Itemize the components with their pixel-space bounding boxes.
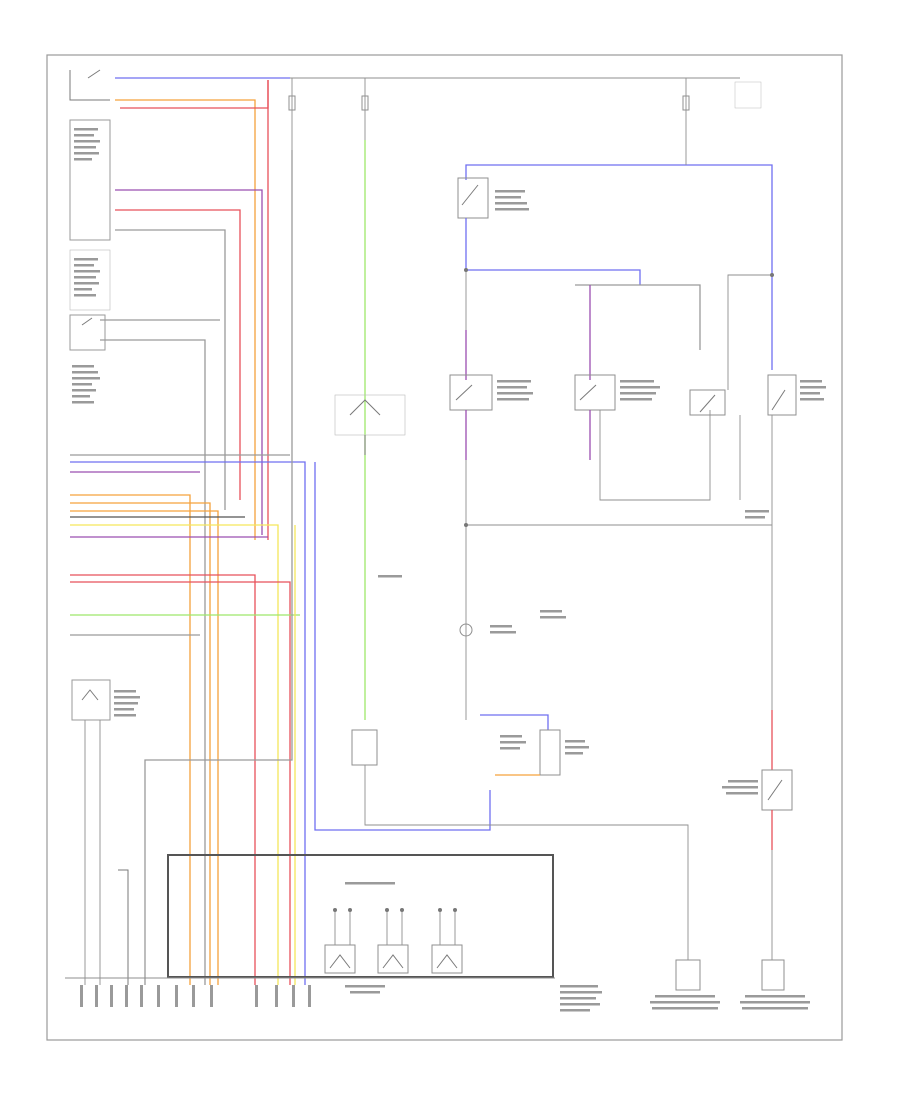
right-switch-network	[449, 140, 826, 1010]
control-module	[65, 854, 602, 1012]
wire-blue-relay	[465, 218, 641, 285]
wire-red-2	[115, 209, 241, 500]
wire-red-4	[70, 581, 291, 985]
fuse-1	[288, 95, 296, 111]
wire-gray-3	[100, 339, 206, 985]
switch-1	[449, 374, 493, 411]
lower-left-component	[71, 679, 140, 985]
fuse-box-label	[734, 81, 762, 109]
left-component-blocks	[69, 69, 111, 404]
wire-gray-1	[115, 229, 226, 510]
module-relays	[324, 908, 463, 974]
top-power-bus	[120, 77, 762, 150]
center-column	[334, 140, 720, 1010]
wire-gray-loop	[575, 284, 701, 350]
switch-4	[767, 374, 797, 416]
switch-3	[689, 389, 726, 416]
wire-red-3	[70, 574, 256, 985]
wire-blue-lower-right	[480, 714, 549, 730]
wire-blue-2	[70, 461, 306, 985]
left-wire-runs	[70, 77, 491, 985]
transmission-switch	[761, 769, 793, 811]
center-switch	[334, 394, 406, 436]
module-pin-labels	[80, 882, 602, 1012]
control-module-box	[167, 854, 554, 978]
indicator-lamp	[459, 623, 473, 637]
wire-orange-4	[70, 510, 219, 985]
wire-purple-1	[115, 189, 263, 535]
fuse-2	[361, 95, 369, 111]
center-connector	[351, 729, 378, 766]
wire-red-top	[120, 80, 269, 109]
diagram-border	[46, 54, 843, 1041]
fuse-3	[682, 95, 690, 111]
connector-bottom-right	[761, 959, 785, 991]
wire-orange-3	[70, 502, 211, 985]
wire-orange-2	[70, 494, 191, 985]
connector-bottom-center	[675, 959, 701, 991]
wire-blue-lower	[314, 462, 491, 831]
wire-yellow-1	[70, 524, 279, 985]
wire-blue-top-right	[465, 164, 773, 275]
wire-orange-top	[115, 99, 256, 540]
switch-2	[574, 374, 616, 411]
relay-lower-center	[539, 729, 561, 776]
relay-top-right	[457, 177, 489, 219]
wire-gray-vertical-1	[144, 150, 293, 985]
